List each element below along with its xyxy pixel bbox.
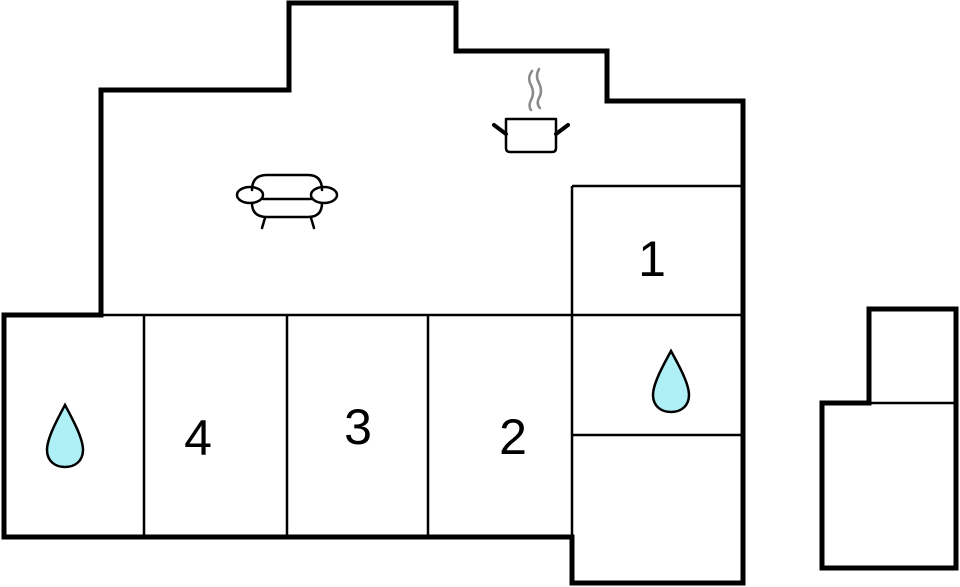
cooking-pot-icon: [492, 67, 570, 154]
room-label-4: 4: [184, 410, 212, 466]
sofa-icon: [235, 173, 339, 230]
interior-partitions: [101, 184, 743, 537]
room-label-2: 2: [499, 409, 527, 465]
water-drop-icon: [651, 348, 691, 414]
room-label-3: 3: [344, 399, 372, 455]
main-building-outline: [1, 0, 746, 586]
water-drop-icon: [45, 402, 85, 469]
annex-building-outline: [819, 306, 959, 571]
room-label-1: 1: [638, 231, 666, 287]
